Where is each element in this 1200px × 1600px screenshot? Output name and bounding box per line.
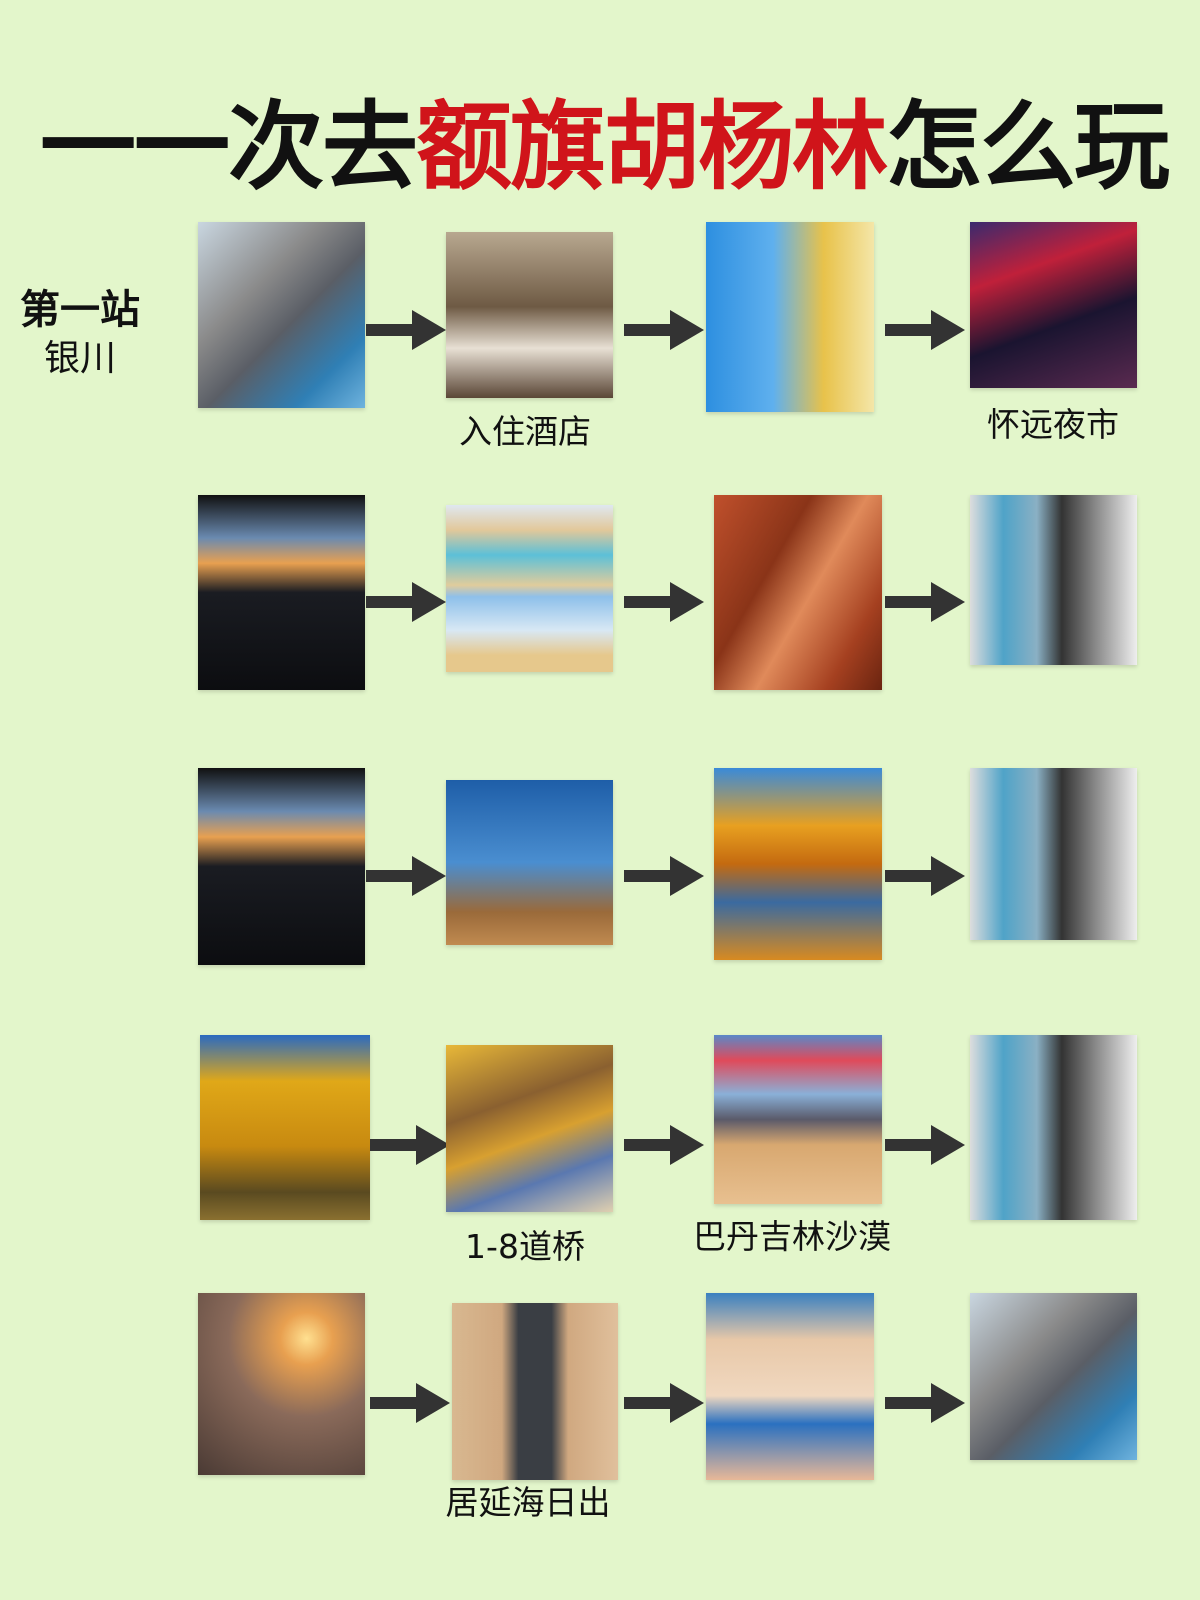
station-city: 银川 — [43, 338, 116, 379]
caption-hotel: 入住酒店 — [459, 412, 591, 451]
arrow-icon — [885, 582, 965, 622]
arrow-icon — [624, 1383, 704, 1423]
photo-red-canyon — [714, 495, 882, 690]
station-number: 第一站 — [20, 287, 140, 333]
arrow-icon — [624, 1125, 704, 1165]
arrow-icon — [366, 310, 446, 350]
photo-hotel-bathroom — [970, 495, 1137, 665]
photo-sunset-toast — [198, 1293, 365, 1475]
photo-yinchuan-wall — [706, 1293, 874, 1480]
arrow-icon — [370, 1125, 450, 1165]
arrow-icon — [624, 582, 704, 622]
caption-bridge: 1-8道桥 — [465, 1227, 585, 1266]
title-prefix: 一一次去 — [40, 91, 418, 203]
caption-sunrise: 居延海日出 — [445, 1483, 611, 1522]
arrow-icon — [885, 1125, 965, 1165]
title-highlight: 额旗胡杨林 — [416, 91, 888, 203]
photo-badain-jaran-desert — [714, 1035, 882, 1204]
photo-poplar-lake — [714, 768, 882, 960]
photo-poplar-tree-person — [446, 1045, 613, 1212]
photo-yinchuan-station — [198, 222, 365, 408]
photo-hotel-bathroom — [970, 1035, 1137, 1220]
arrow-icon — [624, 856, 704, 896]
arrow-icon — [366, 856, 446, 896]
title-suffix: 怎么玩 — [886, 91, 1170, 203]
photo-car-drive — [198, 768, 365, 965]
photo-car-drive — [198, 495, 365, 690]
photo-yinchuan-station — [970, 1293, 1137, 1460]
arrow-icon — [885, 856, 965, 896]
caption-night-market: 怀远夜市 — [987, 405, 1119, 444]
photo-golden-forest — [200, 1035, 370, 1220]
photo-hotel-bathroom — [970, 768, 1137, 940]
station-label: 第一站 银川 — [20, 285, 140, 383]
arrow-icon — [885, 1383, 965, 1423]
arrow-icon — [624, 310, 704, 350]
photo-golden-building — [706, 222, 874, 412]
arrow-icon — [370, 1383, 450, 1423]
photo-dead-poplars — [446, 780, 613, 945]
photo-hotel-room — [446, 232, 613, 398]
photo-desert-lake — [446, 505, 613, 672]
page-title: 一一次去额旗胡杨林怎么玩 — [40, 92, 1170, 202]
arrow-icon — [366, 582, 446, 622]
photo-night-market — [970, 222, 1137, 388]
arrow-icon — [885, 310, 965, 350]
photo-desert-road — [452, 1303, 618, 1480]
caption-desert: 巴丹吉林沙漠 — [693, 1217, 891, 1256]
